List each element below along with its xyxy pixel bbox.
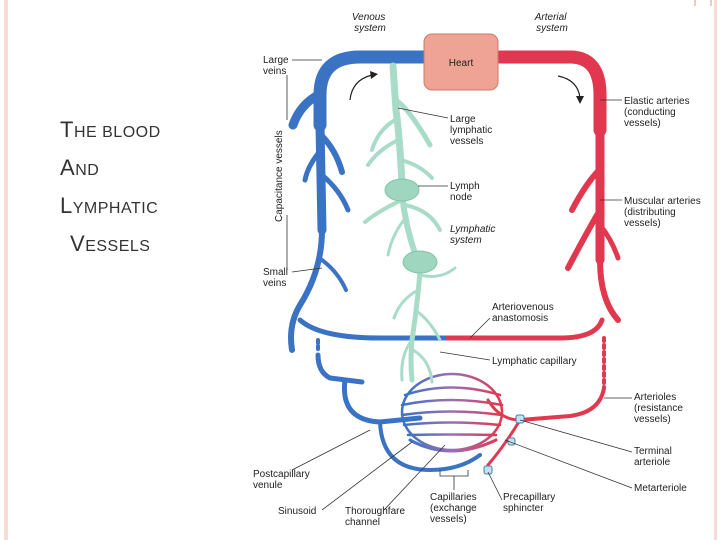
arterioles-label: Arterioles (resistance vessels): [634, 392, 686, 425]
lymph-node-lower: [402, 250, 438, 274]
muscular-artery-branch-2: [565, 207, 603, 271]
small-artery: [597, 257, 621, 323]
lymphatic-branch-10: [413, 308, 442, 342]
sinusoid-loop: [378, 420, 482, 472]
lymph-nodes: [384, 178, 438, 274]
postcapillary-venule: [341, 377, 423, 425]
leader-sinusoid: [321, 441, 413, 511]
heart-label: Heart: [449, 58, 474, 69]
capacitance-vessels-label: Capacitance vessels: [274, 130, 285, 222]
arterial-arrowhead: [576, 96, 584, 104]
lymphatic-vessel-low: [408, 267, 423, 383]
muscular-artery-branch-1: [569, 167, 602, 213]
venous-flow-arrow: [349, 74, 373, 101]
lymphatic-system: [363, 62, 457, 384]
capillary-5: [406, 433, 498, 437]
leader-capillaries: [439, 470, 469, 490]
capillary-4: [402, 421, 502, 427]
lymph-node-label: Lymph node: [450, 181, 482, 203]
arteriole: [518, 386, 606, 422]
title-line-1: The Blood: [60, 117, 161, 142]
terminal-arteriole-label: Terminal arteriole: [634, 446, 675, 468]
large-lymphatic-vessels-label: Large lymphatic vessels: [450, 114, 495, 147]
small-vein: [288, 227, 325, 353]
lymphatic-capillary-label: Lymphatic capillary: [492, 356, 577, 367]
sphincter-2: [483, 465, 493, 475]
thoroughfare-channel: [408, 438, 498, 453]
large-vein-branch: [288, 90, 323, 130]
elastic-arteries-label: Elastic arteries (conducting vessels): [624, 96, 692, 129]
venous-system-header: Venous system: [352, 12, 388, 34]
capillary-bed: [400, 372, 504, 453]
lymphatic-branch-8: [418, 266, 457, 278]
lymph-node-upper: [384, 178, 420, 202]
venule: [315, 352, 365, 385]
arteriovenous-anastomosis-label: Arteriovenous anastomosis: [492, 302, 556, 324]
metarteriole-label: Metarteriole: [634, 483, 687, 494]
muscular-arteries-label: Muscular arteries (distributing vessels): [624, 196, 703, 229]
leader-precapillary: [487, 471, 503, 501]
title-line-2: and: [60, 155, 100, 180]
lymphatic-branch-1: [393, 97, 433, 148]
large-lymphatic-vessel: [389, 62, 406, 189]
leader-postcapillary: [291, 429, 371, 471]
capacitance-vein: [315, 120, 327, 235]
slide-title: The Blood and Lymphatic Vessels: [60, 112, 230, 264]
lymphatic-branch-7: [386, 218, 406, 257]
capillary-2: [400, 398, 504, 407]
leader-metarteriole: [504, 439, 633, 489]
leader-large-lymphatic: [397, 107, 449, 119]
lymphatic-system-label: Lymphatic system: [450, 224, 498, 246]
arterial-flow-arrow: [557, 75, 581, 99]
venous-system: [288, 50, 482, 472]
precapillary-sphincter-label: Precapillary sphincter: [503, 492, 558, 514]
flow-arrowheads: [370, 71, 584, 104]
small-vein-branch: [320, 258, 348, 292]
lymphatic-branch-4: [399, 158, 434, 180]
capillary-3: [400, 410, 504, 417]
muscular-artery-branch-3: [597, 222, 621, 261]
capillary-1: [403, 386, 502, 397]
lymphatic-branch-3: [366, 138, 400, 167]
thoroughfare-channel-label: Thoroughfare channel: [345, 506, 408, 528]
lymphatic-branch-11: [400, 338, 414, 382]
capacitance-vein-branch-2: [319, 172, 351, 213]
flow-arrows: [349, 74, 581, 101]
slide-corner-decoration: [694, 0, 712, 6]
metarteriole: [486, 418, 522, 467]
capillaries-label: Capillaries (exchange vessels): [430, 492, 479, 525]
venous-anastomosis: [297, 317, 451, 341]
small-veins-label: Small veins: [263, 267, 291, 289]
leader-small-veins: [291, 267, 323, 273]
elastic-artery: [493, 50, 607, 137]
large-veins-label: Large veins: [263, 55, 291, 77]
sinusoid-label: Sinusoid: [278, 506, 316, 517]
lymphatic-branch-12: [411, 348, 434, 384]
heart-box: [423, 33, 499, 91]
leader-lymphatic-capillary: [439, 351, 491, 361]
lymphatic-branch-9: [392, 288, 420, 320]
venous-arrowhead: [370, 71, 378, 79]
capacitance-vein-branch-3: [302, 147, 324, 183]
lymphatic-branch-6: [403, 203, 442, 232]
slide-border-right: [714, 0, 717, 540]
arterial-system: [445, 50, 621, 467]
arterial-anastomosis: [445, 317, 605, 341]
leader-av-anastomosis: [469, 317, 491, 339]
title-line-3: Lymphatic: [60, 193, 159, 218]
lymphatic-branch-5: [363, 198, 404, 224]
sphincter-1: [515, 414, 525, 424]
leader-lines: [286, 59, 633, 511]
capacitance-vein-branch-1: [318, 132, 345, 175]
leader-terminal: [519, 419, 633, 453]
lymphatic-branch-2: [370, 118, 397, 152]
leader-thoroughfare: [383, 444, 446, 511]
slide-border-left: [4, 0, 8, 540]
arterial-system-header: Arterial system: [534, 12, 569, 34]
title-line-4: Vessels: [70, 231, 151, 256]
postcapillary-venule-label: Postcapillary venule: [253, 469, 312, 491]
